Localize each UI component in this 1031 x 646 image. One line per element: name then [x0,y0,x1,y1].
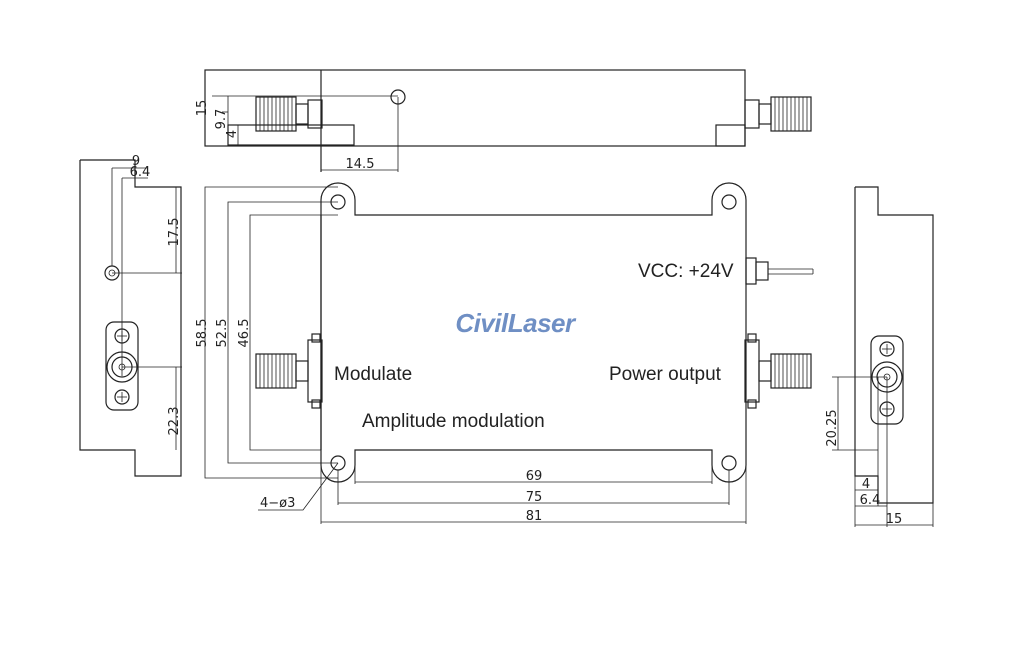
dim-left-6-4: 6.4 [130,165,151,180]
dim-h-52-5: 52.5 [215,319,230,348]
left-side-view [79,159,182,477]
label-modulate: Modulate [334,364,412,385]
dim-left-22-3: 22.3 [167,407,182,436]
dim-right-6-4: 6.4 [860,493,881,508]
dim-left-17-5: 17.5 [167,218,182,247]
dim-right-15: 15 [886,512,903,527]
label-power-output: Power output [609,364,722,385]
label-vcc: VCC: +24V [638,261,734,282]
right-side-view [832,186,934,527]
dim-w-69: 69 [526,469,543,484]
dim-top-4: 4 [225,130,240,138]
front-view [204,182,814,524]
dim-right-4: 4 [862,477,870,492]
dim-w-75: 75 [526,490,543,505]
top-view [204,69,812,172]
label-amplitude-modulation: Amplitude modulation [362,411,545,432]
dim-h-58-5: 58.5 [195,319,210,348]
dim-holes: 4−ø3 [260,496,295,511]
dim-h-46-5: 46.5 [237,319,252,348]
dim-top-9-7: 9.7 [214,109,229,130]
dim-right-20-25: 20.25 [825,409,840,446]
dim-w-81: 81 [526,509,543,524]
dim-top-15: 15 [195,100,210,117]
dim-left-9: 9 [132,154,140,169]
dim-top-14-5: 14.5 [346,157,375,172]
brand-logo: CivilLaser [455,308,577,338]
